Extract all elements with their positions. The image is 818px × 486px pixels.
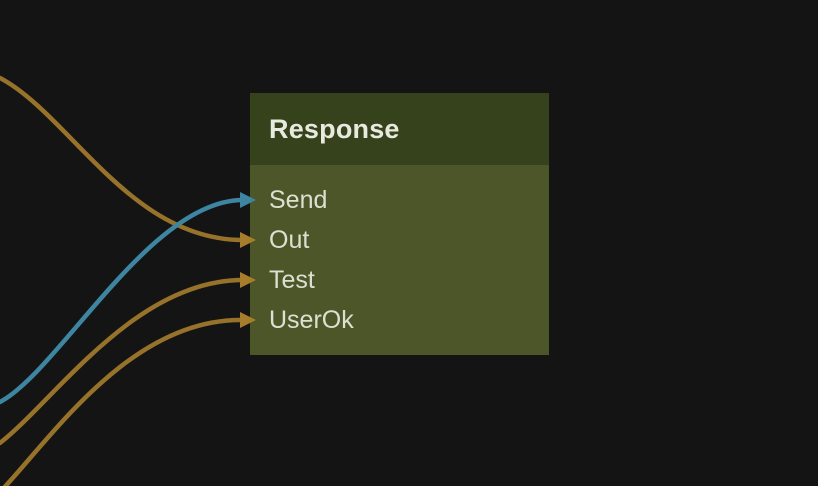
port-arrow-userok-icon[interactable] <box>240 312 256 328</box>
port-row-send[interactable]: Send <box>250 180 549 220</box>
connection-wire-out[interactable] <box>0 75 246 243</box>
connection-wire-test[interactable] <box>0 277 246 446</box>
port-label-test: Test <box>269 265 315 294</box>
port-label-userok: UserOk <box>269 305 354 334</box>
port-label-send: Send <box>269 185 328 214</box>
port-arrow-out-icon[interactable] <box>240 232 256 248</box>
port-row-userok[interactable]: UserOk <box>250 300 549 340</box>
port-label-out: Out <box>269 225 310 254</box>
port-row-out[interactable]: Out <box>250 220 549 260</box>
port-arrow-test-icon[interactable] <box>240 272 256 288</box>
connection-wire-userok[interactable] <box>0 317 246 486</box>
connection-wire-send[interactable] <box>0 197 246 405</box>
node-header[interactable]: Response <box>250 93 549 165</box>
node-body: Send Out Test UserOk <box>250 165 549 355</box>
port-row-test[interactable]: Test <box>250 260 549 300</box>
node-response[interactable]: Response Send Out Test UserOk <box>250 93 549 355</box>
port-arrow-send-icon[interactable] <box>240 192 256 208</box>
node-title: Response <box>269 113 400 144</box>
